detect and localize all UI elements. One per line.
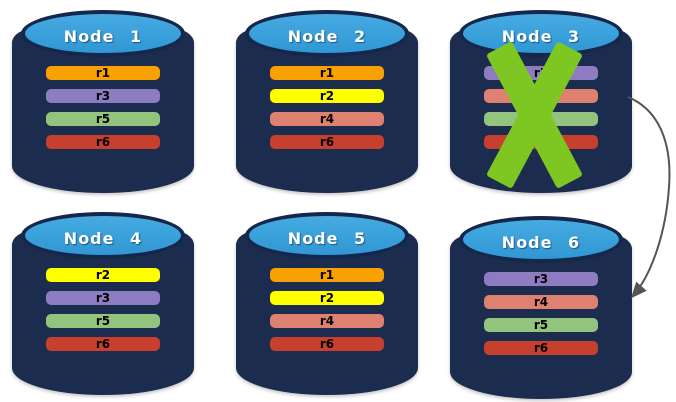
replica-bar: r1 (270, 268, 384, 282)
node-title: Node 1 (63, 26, 143, 46)
node-5-cylinder-top: Node 5 (245, 212, 409, 259)
node-2: Node 2 r1 r2 r4 r6 (236, 9, 418, 193)
node-1-replicas: r1 r3 r5 r6 (12, 66, 194, 149)
node-6-replicas: r3 r4 r5 r6 (450, 272, 632, 355)
replica-bar: r1 (270, 66, 384, 80)
node-title: Node 3 (501, 26, 581, 46)
node-1: Node 1 r1 r3 r5 r6 (12, 9, 194, 193)
replica-bar: r2 (270, 89, 384, 103)
node-1-cylinder-top: Node 1 (21, 10, 185, 57)
replica-bar: r4 (270, 112, 384, 126)
replica-bar: r5 (46, 314, 160, 328)
node-5-replicas: r1 r2 r4 r6 (236, 268, 418, 351)
replica-bar: r3 (484, 272, 598, 286)
node-4-cylinder-top: Node 4 (21, 212, 185, 259)
replica-bar: r3 (46, 89, 160, 103)
replica-bar: r6 (46, 135, 160, 149)
node-title: Node 4 (63, 228, 143, 248)
node-5: Node 5 r1 r2 r4 r6 (236, 211, 418, 395)
replica-bar: r3 (46, 291, 160, 305)
replica-bar: r6 (46, 337, 160, 351)
replica-bar: r1 (46, 66, 160, 80)
node-title: Node 2 (287, 26, 367, 46)
replica-bar: r4 (270, 314, 384, 328)
failover-arrow (627, 96, 671, 299)
node-6-cylinder-top: Node 6 (459, 216, 623, 263)
replica-bar: r4 (484, 295, 598, 309)
replica-bar: r2 (46, 268, 160, 282)
node-title: Node 6 (501, 232, 581, 252)
replica-bar: r6 (270, 337, 384, 351)
replica-bar: r5 (46, 112, 160, 126)
node-title: Node 5 (287, 228, 367, 248)
replica-bar: r5 (484, 318, 598, 332)
node-3-cylinder-top: Node 3 (459, 10, 623, 57)
node-2-replicas: r1 r2 r4 r6 (236, 66, 418, 149)
node-3: Node 3 r3 r4 r5 r6 (450, 9, 632, 193)
replica-bar: r2 (270, 291, 384, 305)
node-4-replicas: r2 r3 r5 r6 (12, 268, 194, 351)
node-4: Node 4 r2 r3 r5 r6 (12, 211, 194, 395)
replica-bar: r6 (484, 341, 598, 355)
node-2-cylinder-top: Node 2 (245, 10, 409, 57)
replica-bar: r6 (270, 135, 384, 149)
node-6: Node 6 r3 r4 r5 r6 (450, 215, 632, 399)
